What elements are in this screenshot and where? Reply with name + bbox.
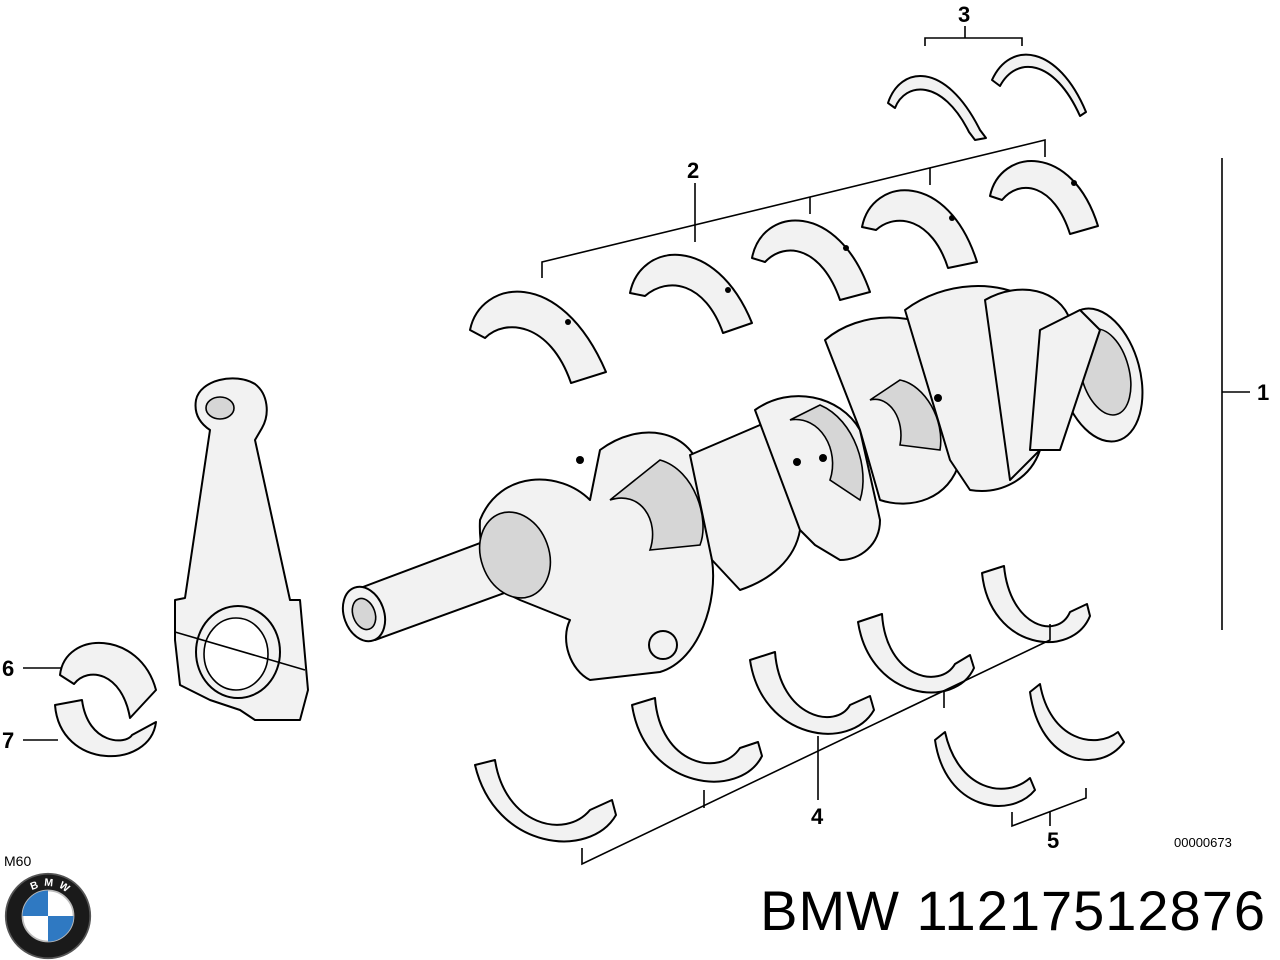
engine-code: M60 [4, 853, 32, 869]
bearing-shell-upper-2 [629, 253, 753, 334]
bearing-shell-upper-3 [751, 219, 871, 301]
part-number-title: BMW 11217512876 [760, 879, 1266, 942]
bearing-shell-upper-4 [861, 189, 978, 269]
callout-3: 3 [958, 2, 970, 27]
bearing-shell-upper-5 [989, 160, 1099, 235]
callout-5: 5 [1047, 828, 1059, 853]
lower-thrust-washer-group [934, 683, 1125, 828]
crankshaft [341, 285, 1144, 681]
thrust-washer-group [887, 26, 1087, 141]
bmw-logo: BMW [4, 872, 92, 960]
callout-4: 4 [811, 804, 824, 829]
connecting-rod [174, 377, 309, 721]
callout-2: 2 [687, 158, 699, 183]
drawing-number: 00000673 [1174, 835, 1232, 850]
bearing-shell-lower-3 [749, 651, 875, 735]
bearing-shell-upper-1 [469, 290, 607, 384]
callout-1: 1 [1257, 380, 1269, 405]
lower-bearing-shell-group [474, 565, 1091, 866]
callout-6: 6 [2, 656, 14, 681]
bearing-shell-lower-1 [474, 759, 617, 843]
rod-bearing-shells [23, 642, 157, 758]
callout-7: 7 [2, 728, 14, 753]
upper-bearing-shell-group [469, 138, 1099, 384]
bearing-shell-lower-4 [857, 613, 975, 694]
bearing-shell-lower-5 [981, 565, 1091, 644]
bearing-shell-lower-2 [631, 697, 763, 783]
